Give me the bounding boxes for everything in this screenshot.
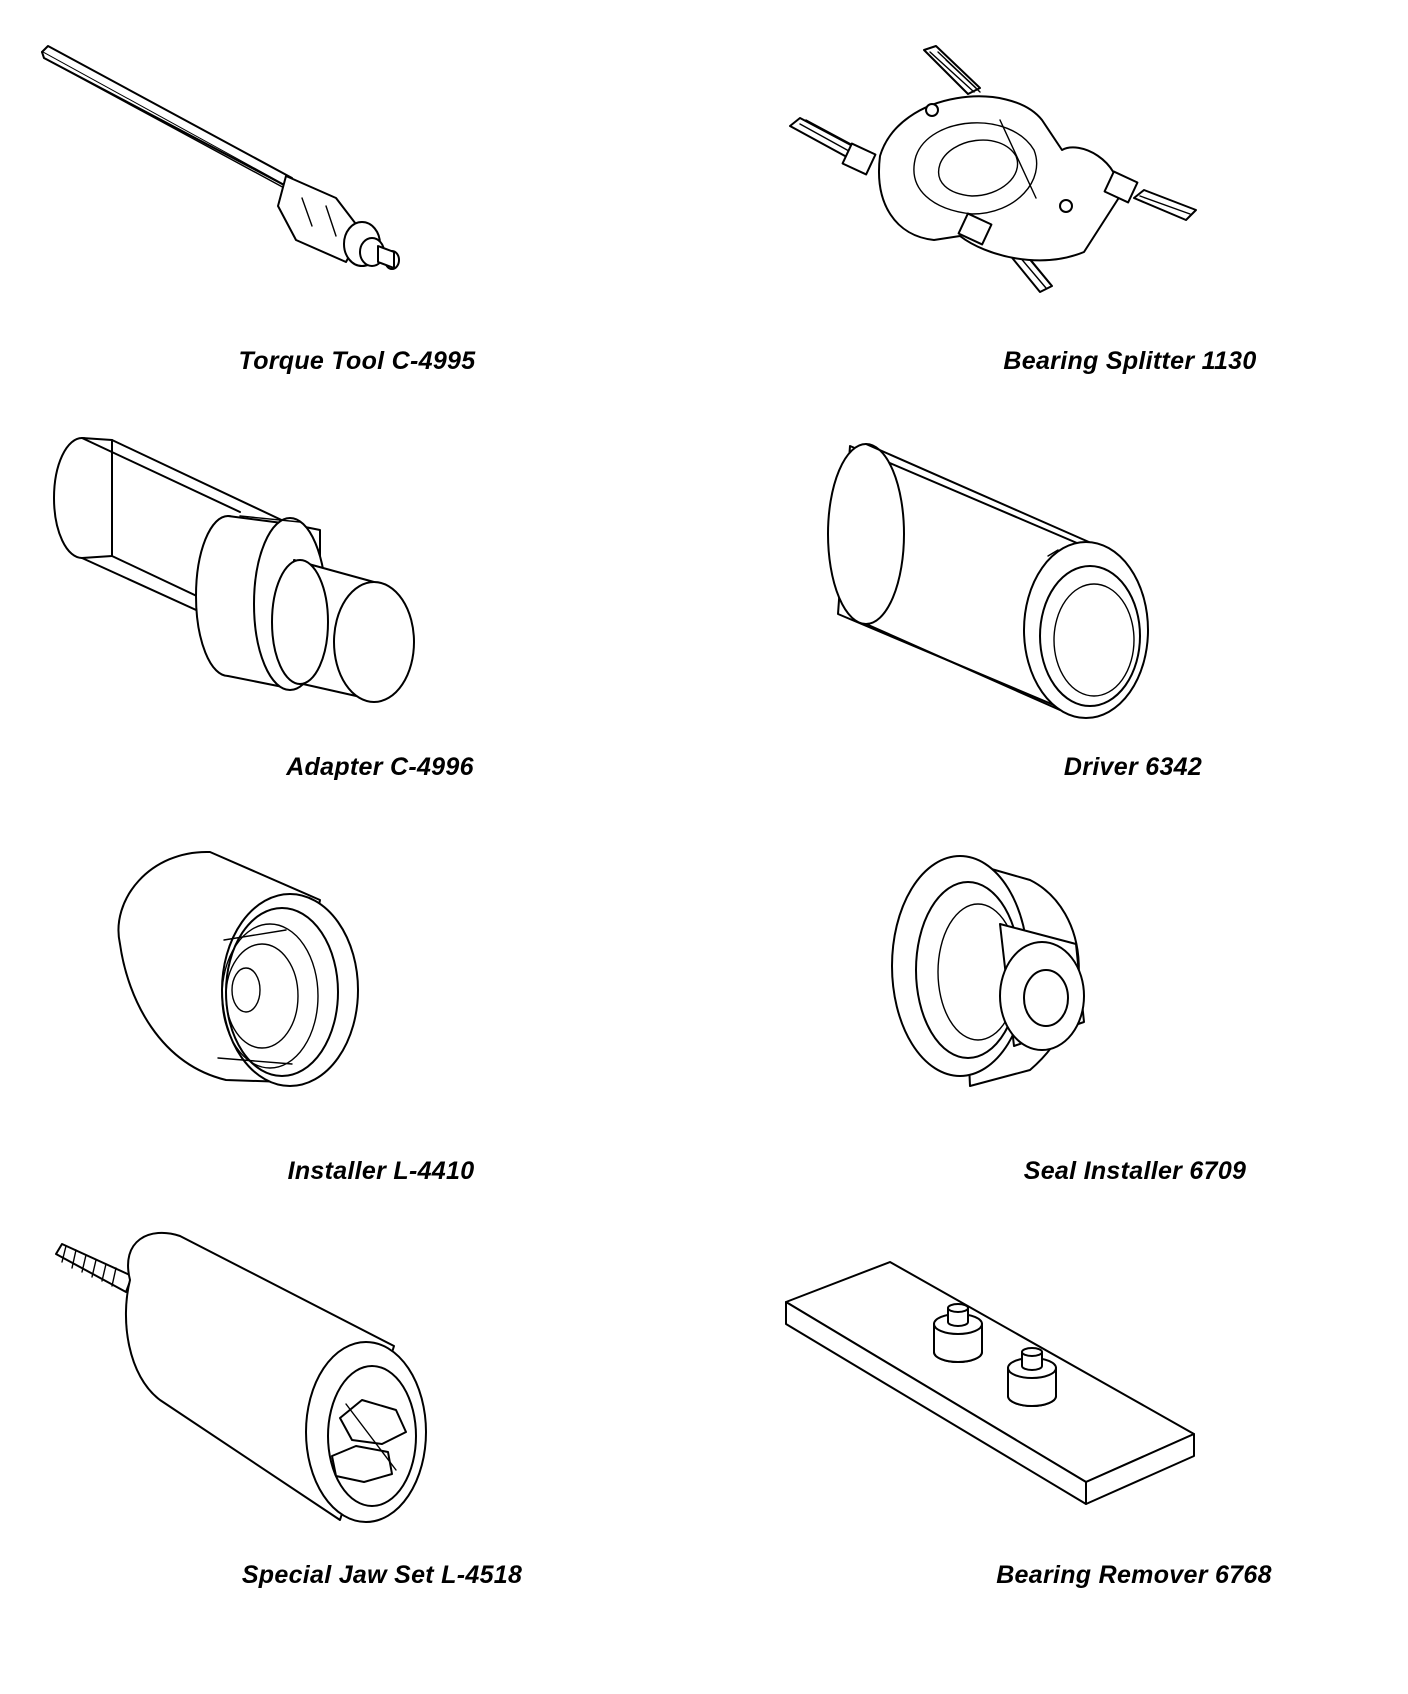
tool-label-driver: Driver 6342 (1063, 753, 1203, 781)
tool-label-bearing-remover: Bearing Remover 6768 (996, 1561, 1272, 1589)
tool-label-bearing-splitter: Bearing Splitter 1130 (1003, 347, 1257, 375)
tool-label-installer: Installer L-4410 (287, 1157, 475, 1185)
tool-label-seal-installer: Seal Installer 6709 (1023, 1157, 1247, 1185)
tool-label-adapter: Adapter C-4996 (286, 753, 474, 781)
tool-label-special-jaw-set: Special Jaw Set L-4518 (241, 1561, 523, 1589)
tool-label-torque-tool: Torque Tool C-4995 (238, 347, 476, 375)
